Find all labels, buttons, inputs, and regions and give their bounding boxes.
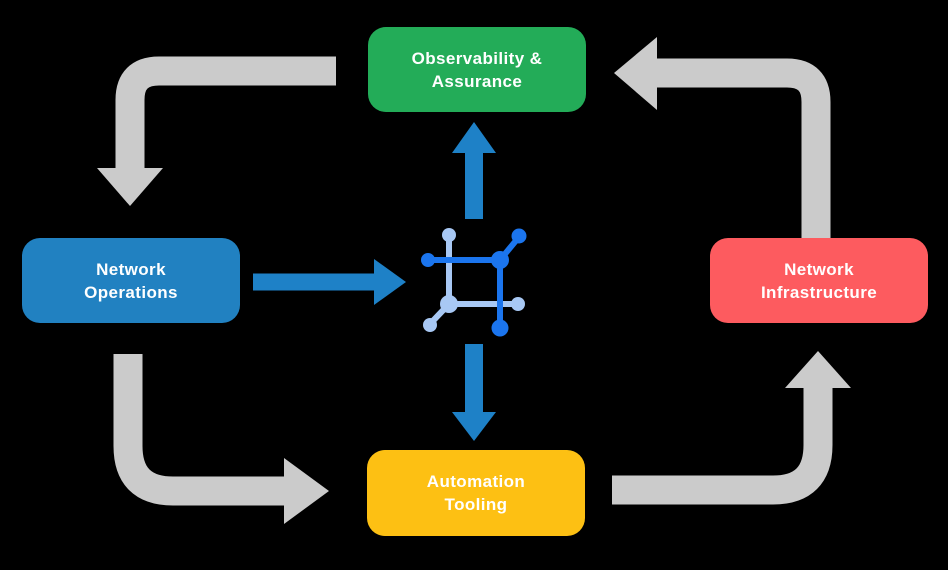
node-network-operations: Network Operations bbox=[22, 238, 240, 323]
arrow-center-to-automation bbox=[452, 344, 496, 441]
arrow-observability-to-operations bbox=[97, 56, 336, 206]
node-observability-assurance: Observability & Assurance bbox=[368, 27, 586, 112]
arrow-operations-to-automation bbox=[113, 354, 329, 524]
network-fabric-icon bbox=[421, 228, 527, 337]
blue-hub-arrows bbox=[253, 122, 496, 441]
node-label-line: Automation bbox=[426, 472, 526, 491]
node-label-line: Infrastructure bbox=[760, 282, 878, 302]
icon-light-branches bbox=[423, 228, 525, 332]
icon-dark-branches bbox=[421, 228, 527, 337]
node-label-line: Tooling bbox=[444, 495, 508, 514]
node-label-line: Operations bbox=[84, 282, 178, 302]
arrow-center-to-observability bbox=[452, 122, 496, 219]
arrow-operations-to-center bbox=[253, 259, 406, 305]
node-network-infrastructure: Network Infrastructure bbox=[710, 238, 928, 323]
node-label-line: Network bbox=[784, 259, 854, 279]
node-automation-tooling: Automation Tooling bbox=[367, 450, 585, 536]
node-label-line: Assurance bbox=[431, 71, 523, 91]
arrow-infrastructure-to-observability bbox=[614, 37, 831, 238]
arrow-automation-to-infrastructure bbox=[612, 351, 851, 505]
node-label-line: Network bbox=[96, 259, 166, 279]
gray-cycle-arrows bbox=[97, 37, 851, 524]
node-label-line: Observability & bbox=[411, 48, 543, 68]
